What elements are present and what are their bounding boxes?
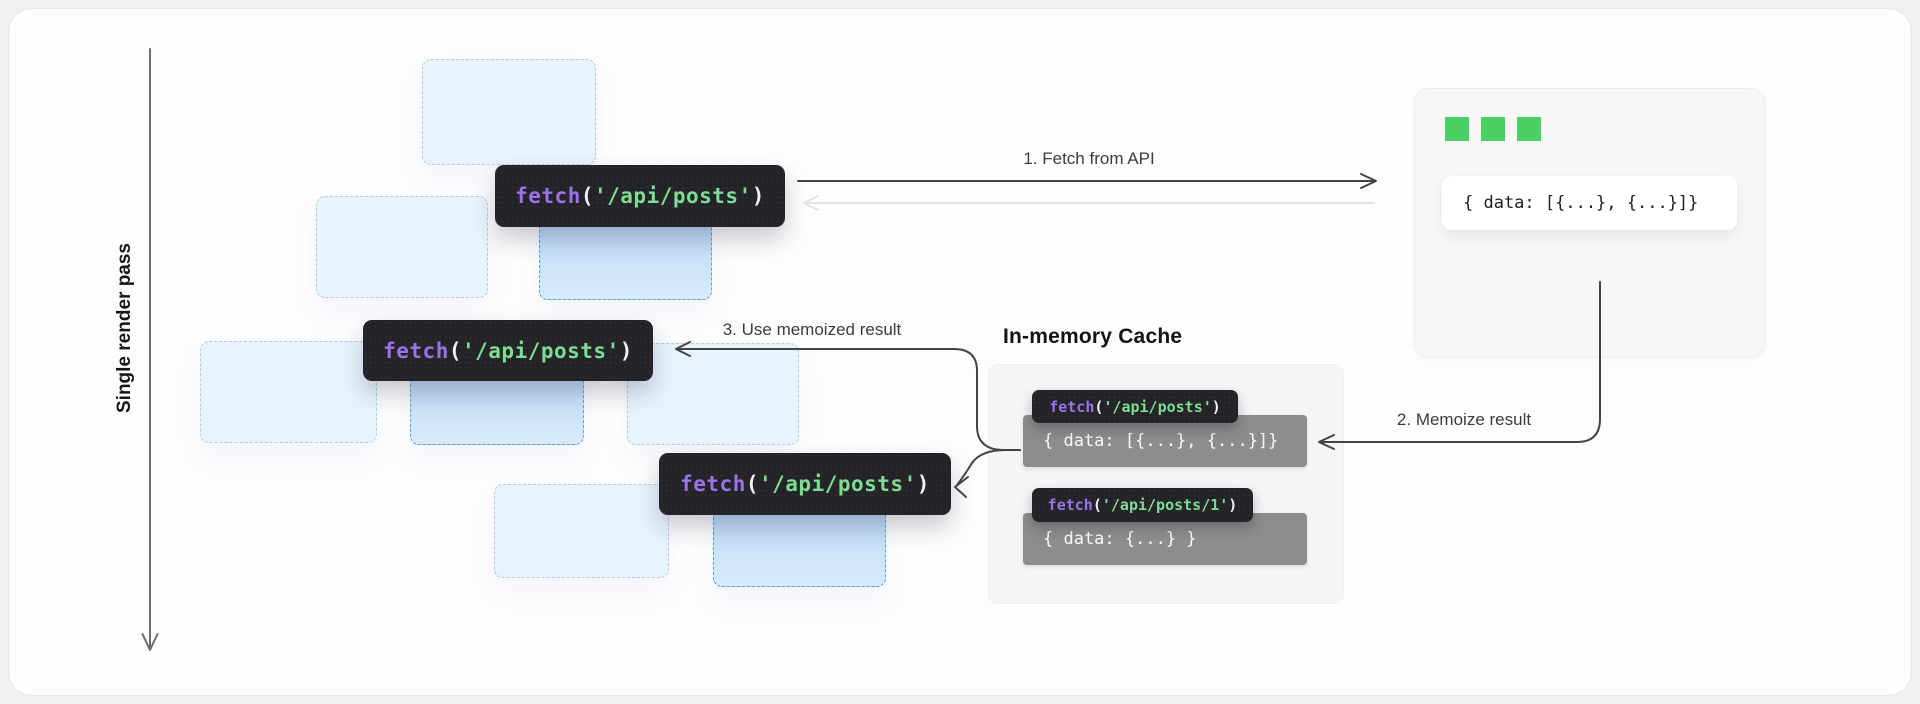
token-function: fetch	[680, 472, 746, 496]
token-paren: )	[1211, 397, 1221, 416]
code-snippet: fetch('/api/posts')	[515, 184, 765, 208]
cache-value-text: { data: {...} }	[1043, 529, 1197, 549]
api-server-card: { data: [{...}, {...}]}	[1414, 88, 1765, 357]
token-paren: )	[619, 338, 633, 363]
api-response-text: { data: [{...}, {...}]}	[1463, 193, 1699, 213]
cache-entry-value-1: { data: [{...}, {...}]}	[1023, 415, 1307, 467]
timeline-label: Single render pass	[114, 242, 135, 414]
token-string: '/api/posts/1'	[1101, 496, 1229, 514]
cache-title: In-memory Cache	[1003, 325, 1183, 348]
token-paren: )	[916, 472, 930, 496]
green-square-icon	[1481, 117, 1505, 141]
component-placeholder	[494, 484, 669, 578]
token-paren: )	[1228, 496, 1238, 514]
token-string: '/api/posts'	[1103, 397, 1212, 416]
token-paren: )	[751, 184, 765, 208]
green-square-icon	[1445, 117, 1469, 141]
token-string: '/api/posts'	[462, 338, 620, 363]
fetch-call-chip-2: fetch('/api/posts')	[363, 320, 653, 381]
token-paren: (	[580, 184, 594, 208]
token-function: fetch	[383, 338, 449, 363]
code-snippet: fetch('/api/posts/1')	[1048, 496, 1238, 514]
cache-entry-key-1: fetch('/api/posts')	[1032, 390, 1238, 423]
green-square-icon	[1517, 117, 1541, 141]
code-snippet: fetch('/api/posts')	[1049, 398, 1221, 416]
token-function: fetch	[515, 184, 581, 208]
fetch-call-chip-3: fetch('/api/posts')	[659, 453, 951, 515]
server-status-dots	[1445, 117, 1541, 141]
token-paren: (	[1092, 496, 1102, 514]
token-string: '/api/posts'	[594, 184, 752, 208]
component-placeholder	[422, 59, 596, 165]
cache-value-text: { data: [{...}, {...}]}	[1043, 431, 1279, 451]
cache-entry-key-2: fetch('/api/posts/1')	[1032, 488, 1253, 522]
component-placeholder	[316, 196, 488, 298]
token-function: fetch	[1047, 496, 1093, 514]
token-paren: (	[448, 338, 462, 363]
token-paren: (	[1094, 397, 1104, 416]
token-paren: (	[745, 472, 759, 496]
token-string: '/api/posts'	[759, 472, 917, 496]
fetch-call-chip-1: fetch('/api/posts')	[495, 165, 785, 227]
step-label-use-memoized: 3. Use memoized result	[722, 320, 902, 339]
api-response-box: { data: [{...}, {...}]}	[1442, 176, 1737, 230]
step-label-fetch: 1. Fetch from API	[1023, 149, 1155, 168]
token-function: fetch	[1049, 397, 1095, 416]
code-snippet: fetch('/api/posts')	[383, 339, 633, 363]
step-label-memoize: 2. Memoize result	[1396, 410, 1532, 429]
component-placeholder	[200, 341, 377, 443]
code-snippet: fetch('/api/posts')	[680, 472, 930, 496]
